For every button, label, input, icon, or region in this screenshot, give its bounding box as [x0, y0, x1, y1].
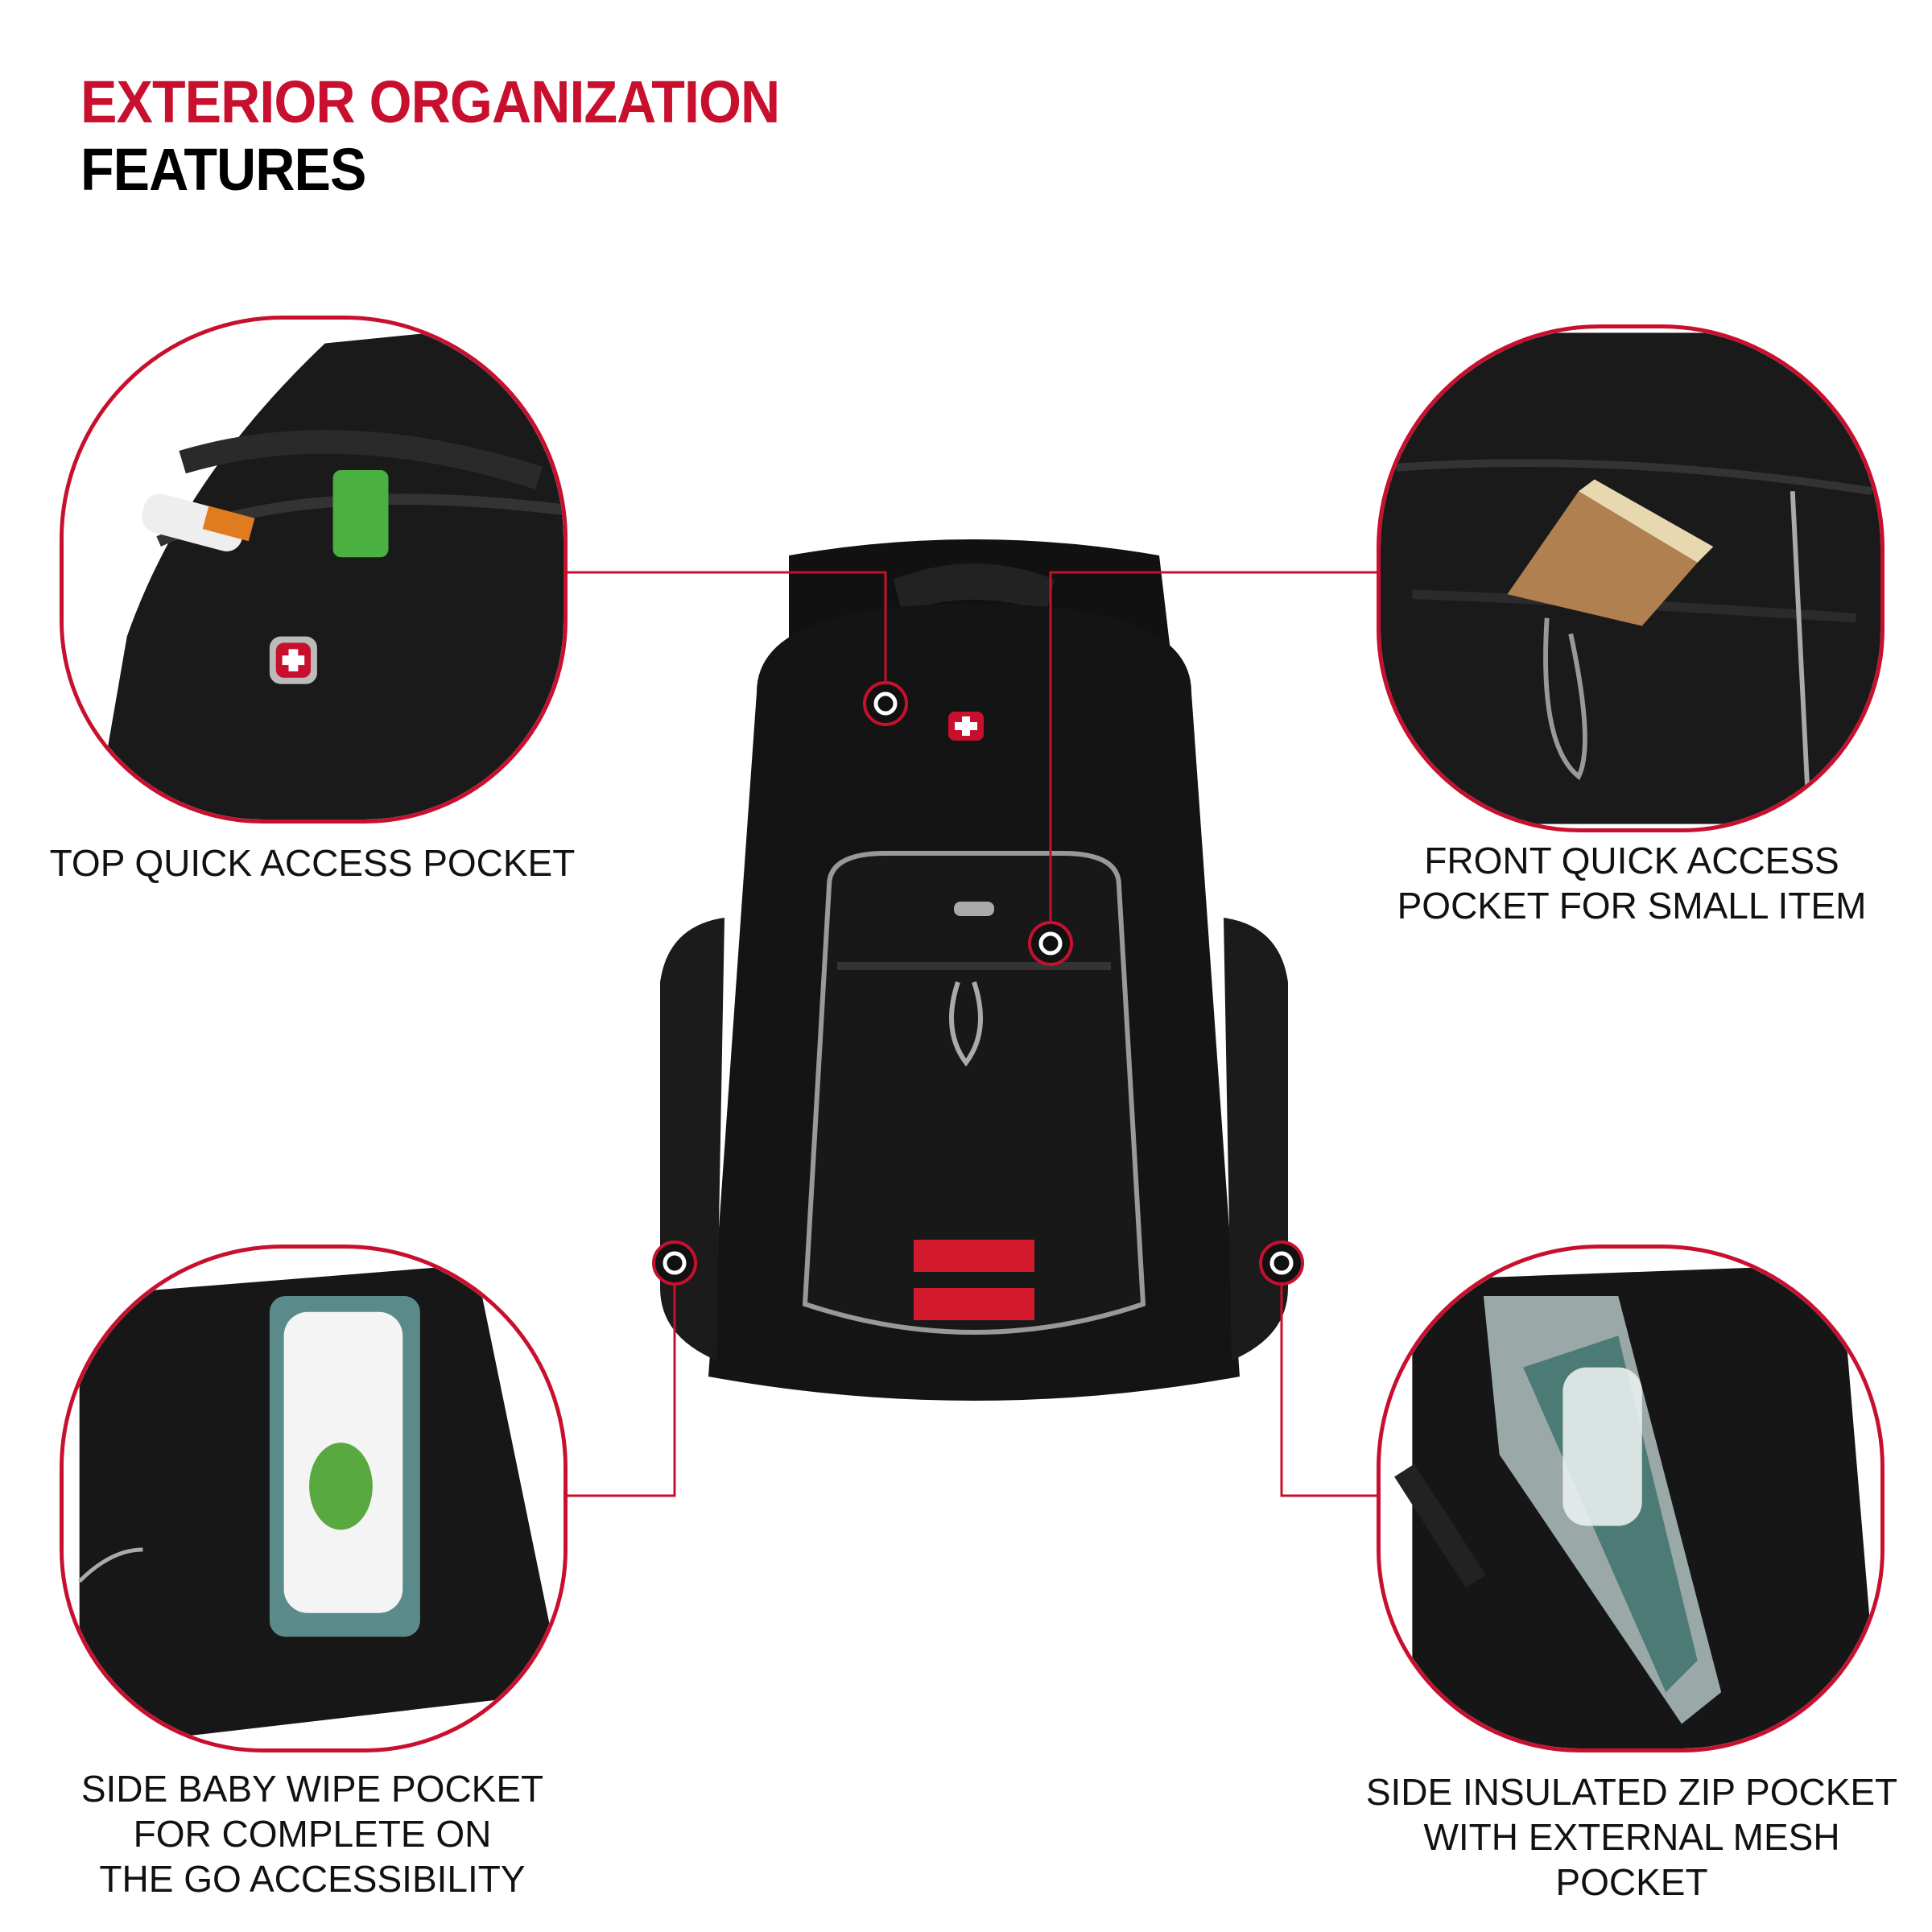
top-pocket-detail-image [60, 316, 568, 824]
backpack-image [660, 539, 1288, 1401]
label-line: FOR COMPLETE ON [133, 1813, 492, 1855]
label-line: POCKET FOR SMALL ITEM [1397, 885, 1867, 927]
label-line: THE GO ACCESSIBILITY [99, 1858, 526, 1900]
label-line: SIDE INSULATED ZIP POCKET [1365, 1771, 1898, 1813]
label-side-wipe-pocket: SIDE BABY WIPE POCKET FOR COMPLETE ON TH… [31, 1766, 594, 1901]
front-pocket-detail-image [1377, 324, 1885, 832]
label-line: FRONT QUICK ACCESS [1424, 840, 1839, 881]
label-line: SIDE BABY WIPE POCKET [80, 1768, 544, 1810]
side-wipe-pocket-detail-image [60, 1245, 568, 1752]
label-side-insulated-pocket: SIDE INSULATED ZIP POCKET WITH EXTERNAL … [1350, 1769, 1913, 1905]
side-insulated-pocket-detail-image [1377, 1245, 1885, 1752]
label-front-pocket: FRONT QUICK ACCESS POCKET FOR SMALL ITEM [1350, 838, 1913, 928]
label-top-pocket: TOP QUICK ACCESS POCKET [31, 840, 594, 886]
label-line: WITH EXTERNAL MESH POCKET [1423, 1816, 1840, 1903]
title-line-1: EXTERIOR ORGANIZATION [80, 68, 780, 135]
label-line: TOP QUICK ACCESS POCKET [49, 842, 576, 884]
title-line-2: FEATURES [80, 136, 366, 203]
